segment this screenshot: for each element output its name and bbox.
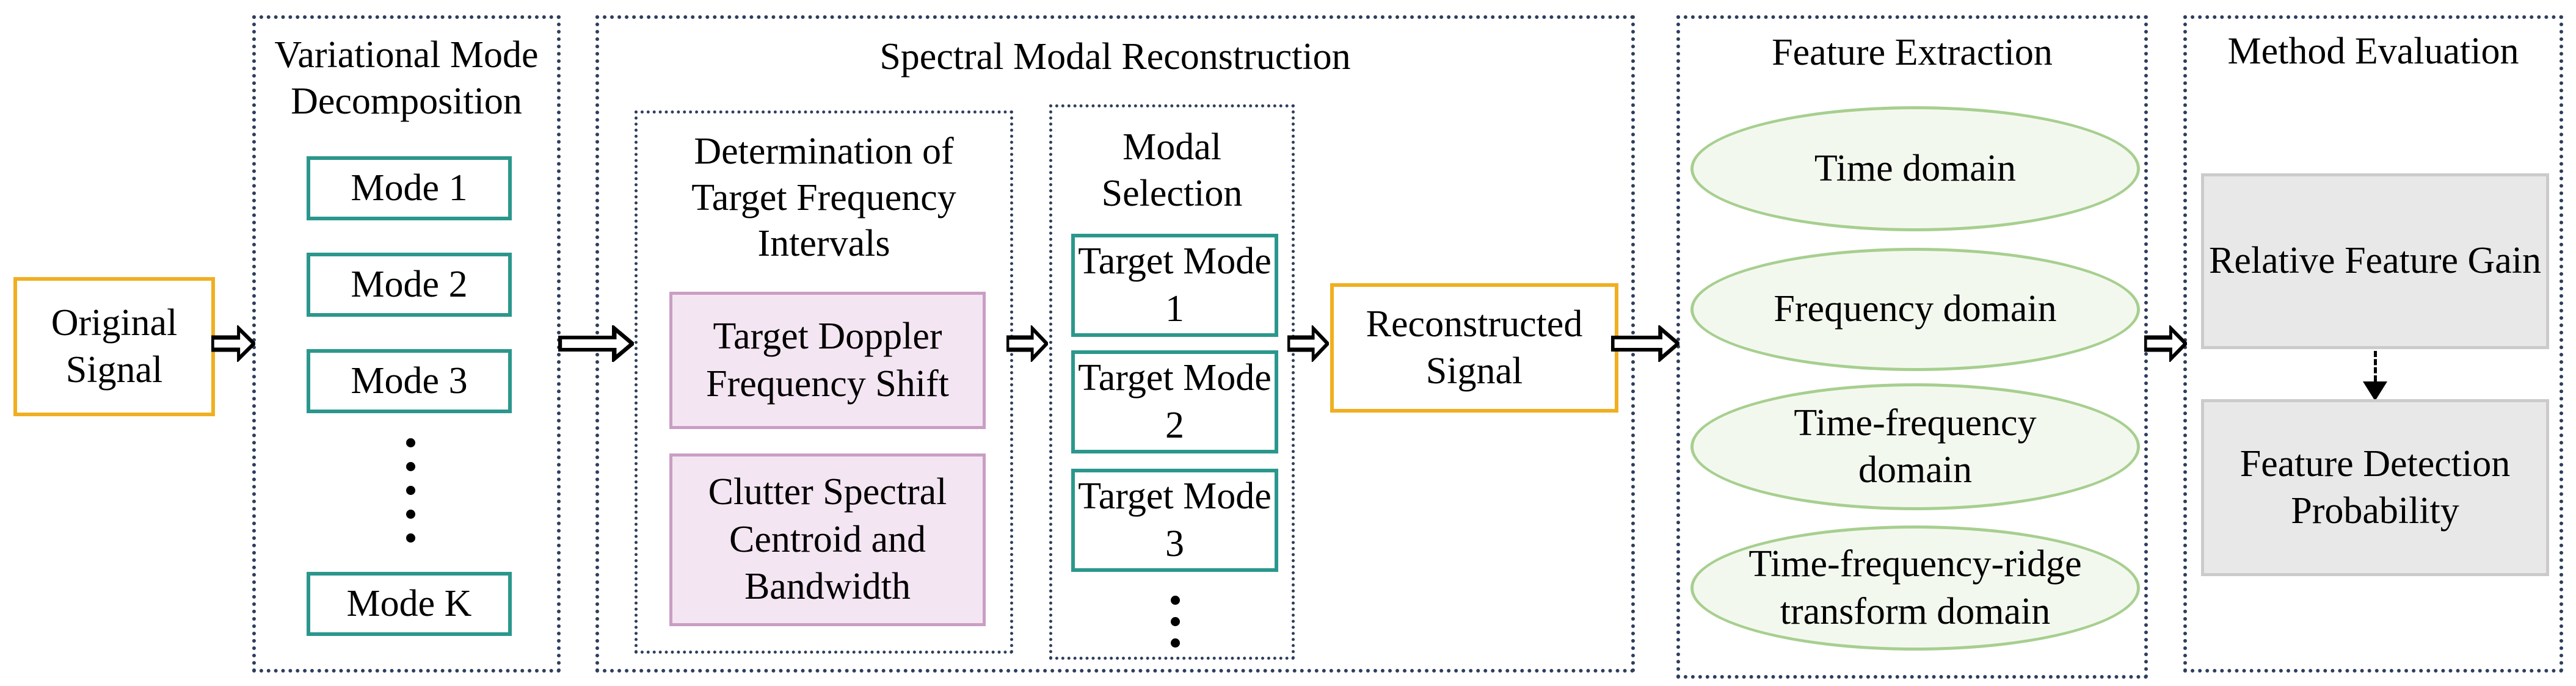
dashed-down-arrow-icon xyxy=(2362,351,2389,401)
target-mode-1-box: Target Mode 1 xyxy=(1071,234,1278,337)
flow-arrow-icon xyxy=(1611,325,1679,362)
flow-arrow-icon xyxy=(211,325,255,362)
clutter-spectral-label: Clutter Spectral Centroid and Bandwidth xyxy=(708,471,947,608)
determination-container: Determination of Target Frequency Interv… xyxy=(635,110,1013,654)
method-evaluation-container: Method Evaluation Relative Feature Gain … xyxy=(2183,15,2563,673)
mode-1-box: Mode 1 xyxy=(307,156,512,220)
original-signal-label: Original Signal xyxy=(51,301,178,391)
feature-extraction-container: Feature Extraction Time domain Frequency… xyxy=(1676,15,2148,679)
feature-extraction-title: Feature Extraction xyxy=(1772,32,2053,73)
target-mode-1-label: Target Mode 1 xyxy=(1078,240,1272,330)
mode-3-box: Mode 3 xyxy=(307,349,512,413)
time-frequency-ridge-label: Time-frequency-ridge transform domain xyxy=(1748,543,2082,632)
time-frequency-domain-label: Time-frequency domain xyxy=(1794,402,2037,491)
target-mode-2-box: Target Mode 2 xyxy=(1071,350,1278,453)
original-signal-box: Original Signal xyxy=(13,277,215,416)
feature-detection-probability-box: Feature Detection Probability xyxy=(2201,399,2549,576)
time-domain-ellipse: Time domain xyxy=(1690,106,2140,231)
vertical-ellipsis-icon xyxy=(401,431,420,550)
modal-selection-container: Modal Selection Target Mode 1 Target Mod… xyxy=(1049,104,1295,660)
vmd-title: Variational Mode Decomposition xyxy=(274,34,539,122)
flow-arrow-icon xyxy=(1006,325,1048,362)
reconstructed-signal-box: Reconstructed Signal xyxy=(1330,283,1618,413)
target-mode-2-label: Target Mode 2 xyxy=(1078,357,1272,446)
feature-detection-probability-label: Feature Detection Probability xyxy=(2239,442,2511,532)
target-doppler-label: Target Doppler Frequency Shift xyxy=(706,316,949,405)
mode-3-label: Mode 3 xyxy=(351,359,468,402)
target-doppler-box: Target Doppler Frequency Shift xyxy=(669,292,986,429)
relative-feature-gain-box: Relative Feature Gain xyxy=(2201,173,2549,349)
mode-k-box: Mode K xyxy=(307,572,512,636)
mode-k-label: Mode K xyxy=(346,582,472,624)
time-frequency-ridge-ellipse: Time-frequency-ridge transform domain xyxy=(1690,525,2140,651)
flow-arrow-icon xyxy=(558,325,634,362)
mode-1-label: Mode 1 xyxy=(351,167,468,209)
flow-arrow-icon xyxy=(1287,325,1329,362)
vmd-container: Variational Mode Decomposition Mode 1 Mo… xyxy=(252,15,561,673)
reconstructed-signal-label: Reconstructed Signal xyxy=(1366,303,1583,392)
target-mode-3-label: Target Mode 3 xyxy=(1078,475,1272,565)
frequency-domain-label: Frequency domain xyxy=(1774,288,2057,330)
smr-title: Spectral Modal Reconstruction xyxy=(879,36,1351,78)
smr-container: Spectral Modal Reconstruction Determinat… xyxy=(595,15,1635,673)
time-frequency-domain-ellipse: Time-frequency domain xyxy=(1690,383,2140,510)
time-domain-label: Time domain xyxy=(1814,147,2017,189)
mode-2-box: Mode 2 xyxy=(307,253,512,317)
method-evaluation-title: Method Evaluation xyxy=(2227,31,2519,72)
frequency-domain-ellipse: Frequency domain xyxy=(1690,248,2140,371)
flow-arrow-icon xyxy=(2144,325,2187,362)
determination-title: Determination of Target Frequency Interv… xyxy=(691,131,956,265)
modal-selection-title: Modal Selection xyxy=(1101,126,1243,214)
vertical-ellipsis-icon xyxy=(1166,590,1184,654)
target-mode-3-box: Target Mode 3 xyxy=(1071,469,1278,572)
clutter-spectral-box: Clutter Spectral Centroid and Bandwidth xyxy=(669,453,986,626)
relative-feature-gain-label: Relative Feature Gain xyxy=(2208,240,2541,282)
mode-2-label: Mode 2 xyxy=(351,263,468,305)
